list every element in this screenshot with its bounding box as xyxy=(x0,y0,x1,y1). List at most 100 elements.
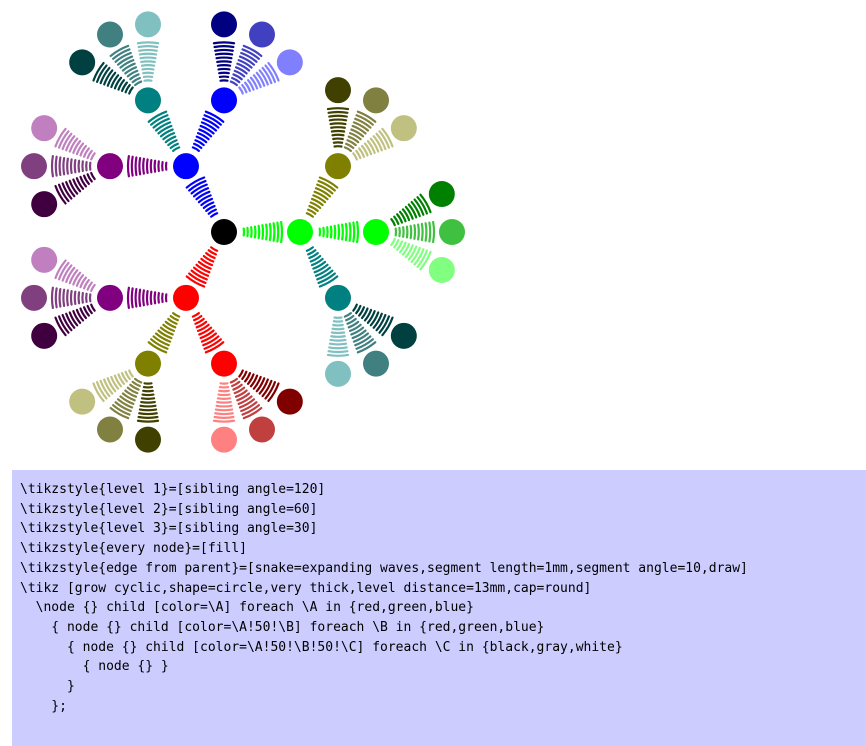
wave-segment xyxy=(172,146,181,152)
wave-segment xyxy=(90,303,96,312)
edge-level2-blue-red xyxy=(126,155,168,178)
node-level3-red-red-gray xyxy=(249,416,275,443)
wave-segment xyxy=(261,379,273,398)
code-line: \tikzstyle{level 1}=[sibling angle=120] xyxy=(20,482,326,497)
wave-segment xyxy=(261,66,273,85)
wave-segment xyxy=(68,179,79,195)
wave-segment xyxy=(190,183,208,195)
wave-segment xyxy=(147,110,168,123)
wave-segment xyxy=(310,257,324,267)
wave-segment xyxy=(375,313,387,332)
wave-segment xyxy=(113,374,123,388)
wave-segment xyxy=(204,110,225,123)
wave-segment xyxy=(257,224,261,240)
wave-segment xyxy=(393,239,400,249)
wave-segment xyxy=(308,204,319,212)
wave-segment xyxy=(120,371,128,383)
edge-level3-blue-red-gray xyxy=(50,155,92,178)
edge-level3-blue-green-white xyxy=(136,41,160,82)
wave-segment xyxy=(205,252,216,260)
wave-segment xyxy=(152,117,170,129)
edge-level3-blue-green-gray xyxy=(109,44,143,87)
wave-segment xyxy=(114,401,132,413)
node-level3-red-blue-gray xyxy=(21,284,47,311)
edge-level3-green-red-black xyxy=(326,107,350,148)
edge-level2-red-green xyxy=(147,312,181,354)
wave-segment xyxy=(86,304,93,315)
wave-segment xyxy=(58,287,62,308)
code-listing: \tikzstyle{level 1}=[sibling angle=120] … xyxy=(12,470,866,746)
wave-segment xyxy=(308,252,319,260)
wave-segment xyxy=(242,406,263,420)
wave-segment xyxy=(75,308,85,322)
wave-segment xyxy=(318,176,339,189)
wave-segment xyxy=(172,312,181,318)
node-level2-green-blue xyxy=(325,284,351,311)
wave-segment xyxy=(95,64,108,83)
wave-segment xyxy=(333,224,337,240)
wave-segment xyxy=(109,44,130,58)
node-level3-blue-green-gray xyxy=(97,21,123,48)
wave-segment xyxy=(355,114,374,126)
wave-segment xyxy=(136,419,160,423)
code-line: \tikzstyle{level 2}=[sibling angle=60] xyxy=(20,501,318,517)
wave-segment xyxy=(62,156,66,176)
wave-segment xyxy=(244,81,252,93)
wave-segment xyxy=(126,155,130,178)
wave-segment xyxy=(424,222,428,242)
edge-level3-red-blue-black xyxy=(54,303,96,337)
node-level1-red xyxy=(173,284,199,311)
node-level3-blue-green-white xyxy=(135,11,161,38)
wave-segment xyxy=(134,287,138,308)
wave-segment xyxy=(138,288,142,308)
wave-segment xyxy=(157,124,173,135)
node-root xyxy=(211,219,237,245)
wave-segment xyxy=(268,222,272,242)
wave-segment xyxy=(124,66,138,75)
edge-level3-green-green-gray xyxy=(394,220,436,244)
wave-segment xyxy=(99,379,111,398)
wave-segment xyxy=(216,64,232,67)
wave-segment xyxy=(140,397,156,400)
wave-segment xyxy=(355,304,362,315)
wave-segment xyxy=(134,80,143,87)
wave-segment xyxy=(244,371,252,383)
wave-segment xyxy=(82,306,90,317)
wave-segment xyxy=(106,71,117,87)
wave-segment xyxy=(90,152,96,161)
wave-segment xyxy=(207,208,217,215)
wave-segment xyxy=(50,286,54,309)
wave-segment xyxy=(409,224,413,240)
wave-segment xyxy=(352,121,370,132)
edge-level3-green-red-white xyxy=(352,127,394,161)
edge-level3-green-blue-white xyxy=(326,316,350,357)
wave-segment xyxy=(241,48,260,60)
wave-segment xyxy=(249,76,259,90)
wave-segment xyxy=(202,335,220,347)
node-level2-blue-blue xyxy=(211,87,237,114)
wave-segment xyxy=(75,177,85,190)
wave-segment xyxy=(138,48,158,52)
node-level3-red-green-gray xyxy=(97,416,123,443)
wave-segment xyxy=(150,338,169,350)
edge-level1-green xyxy=(242,220,284,244)
wave-segment xyxy=(358,306,366,317)
wave-segment xyxy=(214,408,234,412)
wave-segment xyxy=(113,76,123,90)
wave-segment xyxy=(99,66,111,85)
wave-segment xyxy=(129,383,140,391)
wave-segment xyxy=(229,80,238,87)
wave-segment xyxy=(124,370,131,381)
wave-segment xyxy=(130,287,134,309)
wave-segment xyxy=(68,311,79,327)
code-line: \node {} child [color=\A] foreach \A in … xyxy=(20,600,474,616)
edge-level3-green-blue-black xyxy=(352,303,394,337)
wave-segment xyxy=(240,401,258,413)
wave-segment xyxy=(82,174,90,186)
node-level3-green-green-gray xyxy=(439,219,465,245)
wave-segment xyxy=(272,222,276,242)
wave-segment xyxy=(242,44,263,58)
edge-level3-red-green-white xyxy=(92,369,134,403)
wave-segment xyxy=(86,173,93,183)
wave-segment xyxy=(232,73,243,81)
